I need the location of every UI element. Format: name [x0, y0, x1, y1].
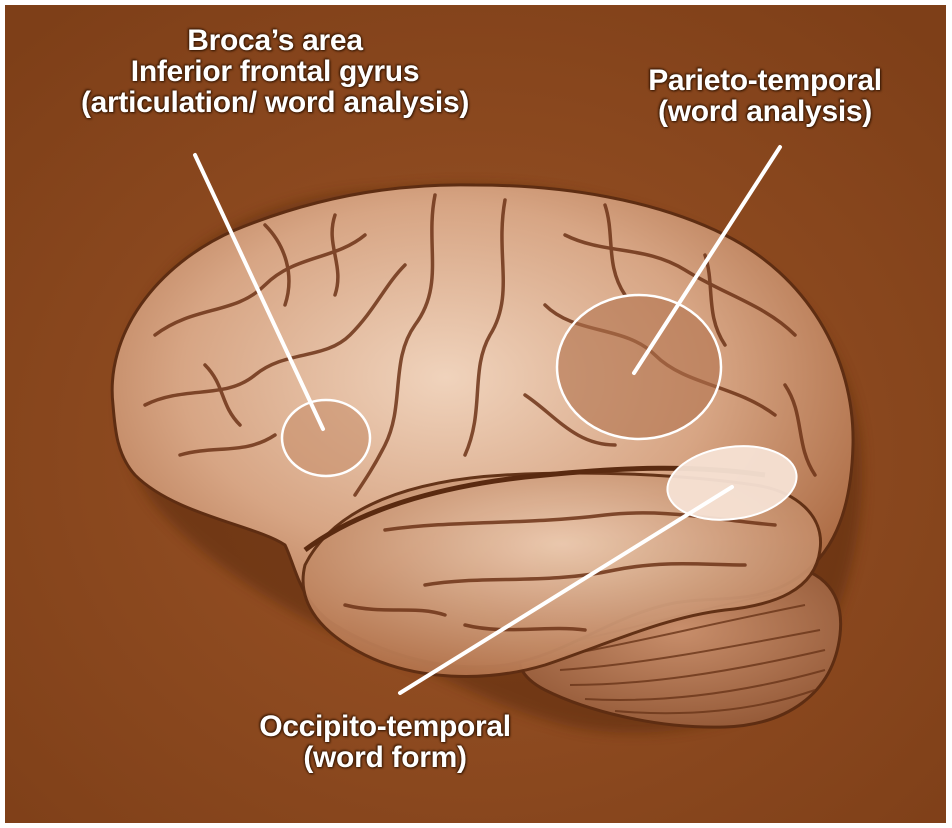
diagram-frame: Broca’s area Inferior frontal gyrus (art… [5, 5, 946, 823]
parieto-label-line2: (word analysis) [605, 96, 925, 127]
broca-label-line1: Broca’s area [25, 25, 525, 56]
broca-label-line2: Inferior frontal gyrus [25, 56, 525, 87]
broca-label-line3: (articulation/ word analysis) [25, 87, 525, 118]
parieto-label-line1: Parieto-temporal [605, 65, 925, 96]
occipito-label-line1: Occipito-temporal [210, 711, 560, 742]
broca-label: Broca’s area Inferior frontal gyrus (art… [25, 25, 525, 118]
broca-region [282, 400, 370, 476]
occipito-label-line2: (word form) [210, 742, 560, 773]
occipito-temporal-label: Occipito-temporal (word form) [210, 711, 560, 773]
parieto-temporal-label: Parieto-temporal (word analysis) [605, 65, 925, 127]
